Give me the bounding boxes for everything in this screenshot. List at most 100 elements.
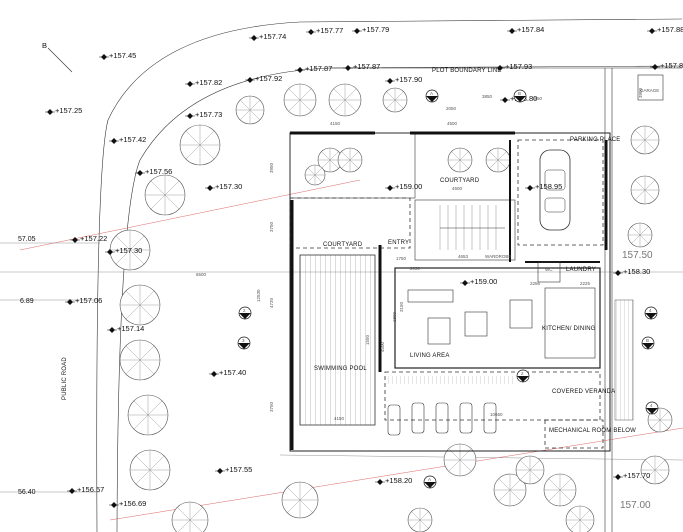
- tree-canopy-28: [407, 507, 433, 532]
- level-text-r: +157.30: [215, 182, 242, 191]
- level-mark-k: +157.93: [495, 62, 532, 71]
- level-text-f: +157.82: [195, 78, 222, 87]
- room-kitchen-dining: KITCHEN/ DINING: [542, 326, 596, 332]
- level-mark-ad: +157.70: [613, 471, 650, 480]
- dimension-d4: 3950: [269, 162, 274, 173]
- dimension-d21: 1750: [396, 256, 407, 261]
- level-mark-ac: +158.20: [375, 476, 412, 485]
- section-marker-s6: 4: [644, 306, 658, 320]
- plot-boundary-arc: [116, 65, 683, 532]
- level-text-af: +156.69: [119, 499, 146, 508]
- tree-canopy-12: [281, 481, 319, 519]
- tree-canopy-4: [179, 124, 221, 166]
- level-text-j: +157.90: [395, 75, 422, 84]
- edge-level-1: 57.05: [18, 236, 36, 243]
- section-text-s6: 4: [649, 308, 652, 313]
- ramp-stripes: [614, 299, 634, 421]
- level-mark-j: +157.90: [385, 75, 422, 84]
- site-line-horizontal-2: [279, 454, 683, 461]
- tree-canopy-7: [119, 284, 161, 326]
- tree-canopy-26: [515, 455, 545, 485]
- level-text-g: +157.92: [255, 74, 282, 83]
- level-mark-a: +157.45: [99, 51, 136, 60]
- north-arrow-line: [47, 47, 73, 73]
- tree-canopy-3: [382, 87, 408, 113]
- level-text-ab: +157.55: [225, 465, 252, 474]
- section-text-s7: B: [646, 338, 649, 343]
- pool: [299, 254, 376, 426]
- level-text-c: +157.77: [316, 26, 343, 35]
- tree-canopy-6: [109, 229, 151, 271]
- level-mark-e: +157.84: [507, 25, 544, 34]
- level-text-d: +157.79: [362, 25, 389, 34]
- level-mark-s: +159.00: [385, 182, 422, 191]
- section-text-s9: 4: [650, 403, 653, 408]
- dimension-d24: 4500: [380, 341, 385, 352]
- room-covered-veranda: COVERED VERANDA: [552, 389, 615, 395]
- level-text-p: +157.42: [119, 135, 146, 144]
- dimension-d7: 4500: [452, 186, 463, 191]
- tree-canopy-25: [640, 455, 670, 485]
- tree-canopy-16: [447, 147, 473, 173]
- tree-canopy-5: [144, 174, 186, 216]
- level-text-l: +157.88: [660, 61, 683, 70]
- level-text-ag: +157.88: [657, 25, 683, 34]
- room-mechanical: MECHANICAL ROOM BELOW: [549, 428, 636, 434]
- level-text-k: +157.93: [505, 62, 532, 71]
- dimension-d10: 6500: [196, 272, 207, 277]
- section-marker-s4: 2: [516, 369, 530, 383]
- section-text-s3: 3: [242, 338, 245, 343]
- tree-canopy-2: [328, 83, 362, 117]
- dimension-d3: 3850: [482, 94, 493, 99]
- dimension-d9: 4653: [458, 254, 469, 259]
- road-boundary-outer: [96, 18, 683, 532]
- big-level-lower: 157.00: [620, 500, 651, 511]
- level-text-ad: +157.70: [623, 471, 650, 480]
- level-marks: +157.45 +157.74 +157.77 +157.79 +157.84 +157.…: [45, 25, 683, 508]
- level-text-a: +157.45: [109, 51, 136, 60]
- tree-group: [109, 83, 673, 532]
- room-wardrobe: WARDROBE: [485, 254, 511, 259]
- dimension-d2: 4500: [447, 121, 458, 126]
- level-text-b: +157.74: [259, 32, 286, 41]
- room-parking-1: PARKING PLACE: [570, 137, 621, 143]
- section-marker-s1: A: [425, 89, 439, 103]
- mechanical-room: [544, 419, 604, 449]
- red-contour: [109, 427, 683, 521]
- tree-canopy-22: [630, 175, 660, 205]
- level-text-y: +157.06: [75, 296, 102, 305]
- level-mark-i: +157.87: [343, 62, 380, 71]
- tree-canopy-14: [337, 147, 363, 173]
- north-label: B: [42, 41, 47, 50]
- level-mark-ag: +157.88: [647, 25, 683, 34]
- section-marker-s9: 4: [645, 401, 659, 415]
- tree-canopy-29: [235, 95, 265, 125]
- room-swimming-pool: SWIMMING POOL: [314, 366, 367, 372]
- level-text-u: +157.22: [80, 234, 107, 243]
- level-mark-t: +158.95: [525, 182, 562, 191]
- tree-canopy-19: [493, 473, 527, 507]
- section-text-s4: 2: [521, 371, 524, 376]
- level-mark-h: +157.87: [295, 64, 332, 73]
- level-mark-l: +157.88: [650, 61, 683, 70]
- level-text-w: +158.30: [623, 267, 650, 276]
- level-text-ac: +158.20: [385, 476, 412, 485]
- level-text-v: +157.30: [115, 246, 142, 255]
- room-living-area: LIVING AREA: [410, 353, 450, 359]
- level-mark-x: +159.00: [460, 277, 497, 286]
- dimension-d11: 12530: [256, 289, 261, 302]
- level-mark-d: +157.79: [352, 25, 389, 34]
- dimension-d16: 2256: [530, 281, 541, 286]
- dimension-d17: 2225: [580, 281, 591, 286]
- dimension-d14: 4150: [334, 416, 345, 421]
- level-text-i: +157.87: [353, 62, 380, 71]
- plot-boundary-label: PLOT BOUNDARY LINE: [432, 68, 502, 74]
- veranda-area: [384, 371, 601, 421]
- pool-deck: [289, 197, 411, 249]
- dimension-d6: 3850: [532, 96, 543, 101]
- level-mark-y: +157.06: [65, 296, 102, 305]
- section-text-s1: A: [430, 91, 433, 96]
- living-furniture: [407, 289, 533, 345]
- dimension-d5: 2050: [446, 106, 457, 111]
